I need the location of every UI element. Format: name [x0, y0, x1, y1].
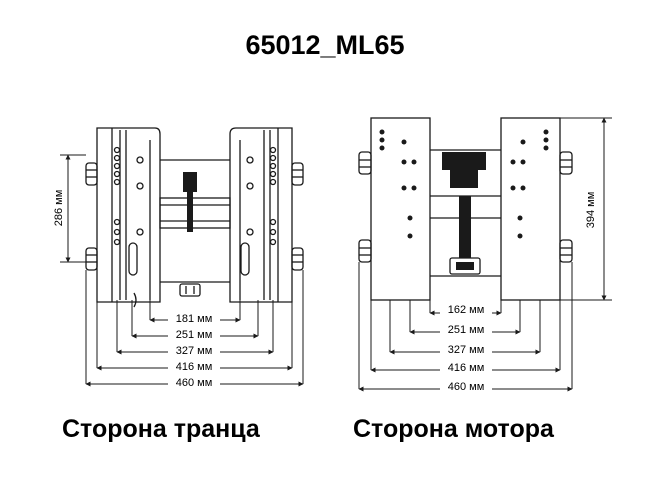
width-label-right-4: 416 мм — [448, 362, 485, 374]
height-dimension-left — [60, 154, 86, 263]
width-label-left-1: 181 мм — [176, 313, 213, 325]
height-dimension-right — [560, 117, 612, 301]
transom-cross-member — [159, 159, 231, 297]
mounting-holes-right — [379, 129, 549, 239]
motor-cross-member — [430, 149, 501, 277]
width-label-left-2: 251 мм — [176, 329, 213, 341]
width-label-left-5: 460 мм — [176, 377, 213, 389]
width-label-left-3: 327 мм — [176, 345, 213, 357]
left-bracket-plate — [85, 127, 161, 308]
right-bracket-plate — [229, 127, 304, 303]
transom-labels: 286 мм 181 мм 251 мм 327 мм 416 мм 460 м… — [53, 190, 220, 389]
height-label-right: 394 мм — [585, 192, 597, 229]
width-label-right-3: 327 мм — [448, 344, 485, 356]
width-label-right-5: 460 мм — [448, 381, 485, 393]
width-label-left-4: 416 мм — [176, 361, 213, 373]
width-label-right-1: 162 мм — [448, 304, 485, 316]
motor-side-caption: Сторона мотора — [353, 415, 554, 443]
transom-side-view — [60, 127, 304, 387]
height-label-left: 286 мм — [53, 190, 65, 227]
motor-labels: 394 мм 162 мм 251 мм 327 мм 416 мм 460 м… — [440, 192, 597, 393]
left-motor-plate — [358, 117, 431, 301]
width-label-right-2: 251 мм — [448, 324, 485, 336]
mounting-holes-left — [113, 146, 277, 246]
right-motor-plate — [500, 117, 573, 301]
transom-side-caption: Сторона транца — [62, 415, 260, 443]
model-title: 65012_ML65 — [245, 30, 405, 60]
